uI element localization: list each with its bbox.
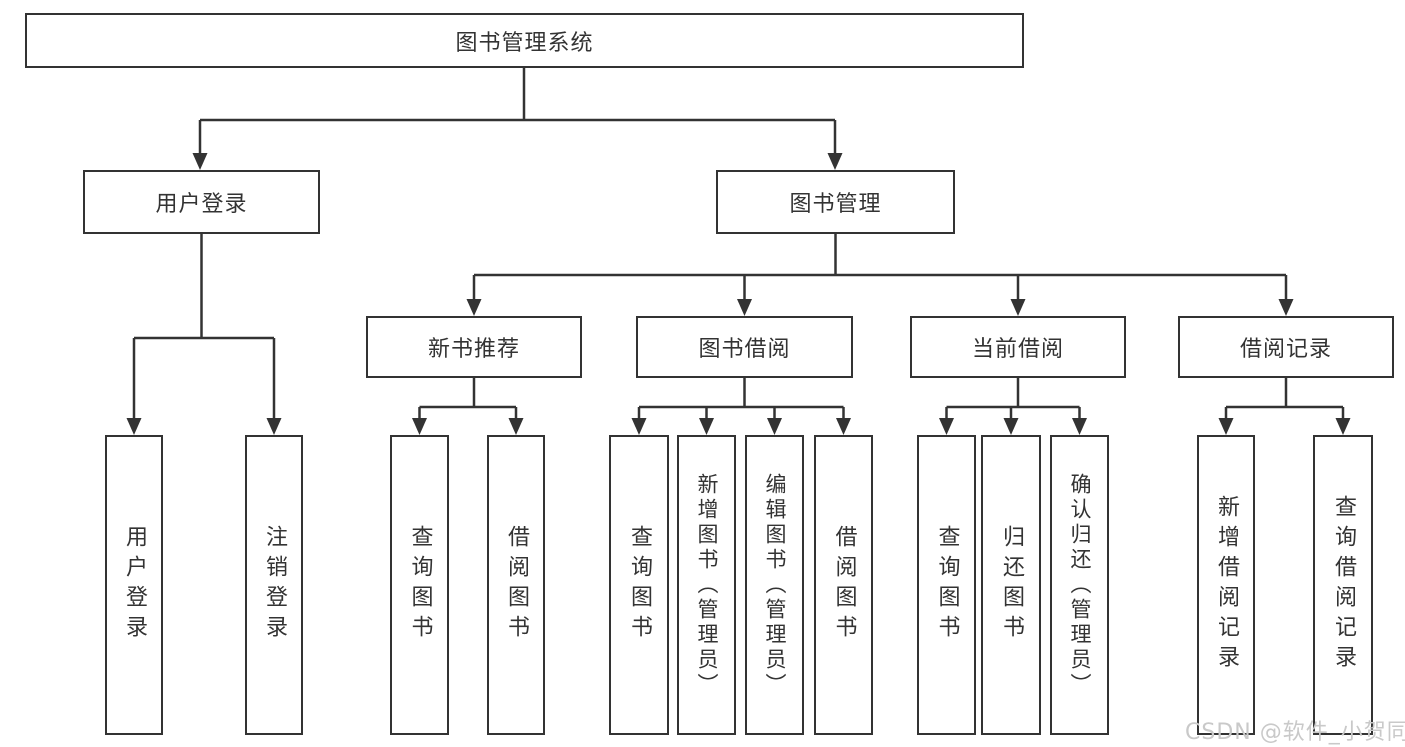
node-user-login-label: 用户登录 — [155, 192, 248, 217]
arrowhead-icon — [836, 418, 851, 435]
node-user-login: 用户登录 — [83, 170, 320, 234]
arrowheads-root-to-level2 — [192, 153, 843, 170]
connector-line — [1224, 378, 1345, 421]
leaf-logout: 注销登录 — [245, 435, 303, 735]
leaf-add-borrow-record-label: 新增借阅记录 — [1214, 495, 1239, 675]
leaf-add-book-admin-label: 新增图书（管理员） — [695, 472, 719, 698]
arrowhead-icon — [737, 299, 752, 316]
connector-line — [198, 68, 837, 156]
leaf-user-login: 用户登录 — [105, 435, 163, 735]
connector-line — [132, 234, 276, 421]
leaf-return-book-label: 归还图书 — [999, 525, 1024, 645]
leaf-add-borrow-record: 新增借阅记录 — [1197, 435, 1255, 735]
node-new-book-recommend-label: 新书推荐 — [427, 337, 520, 362]
leaf-borrow-query-label: 查询图书 — [627, 525, 652, 645]
node-new-book-recommend: 新书推荐 — [366, 316, 582, 378]
arrowheads-userlogin-group — [126, 418, 282, 435]
arrowhead-icon — [508, 418, 524, 435]
leaf-newbook-query-label: 查询图书 — [407, 525, 433, 645]
leaf-confirm-return-admin-label: 确认归还（管理员） — [1068, 472, 1092, 698]
arrowhead-icon — [266, 418, 282, 435]
node-current-borrow-label: 当前借阅 — [971, 337, 1064, 362]
edges-root-to-level2 — [198, 68, 837, 156]
arrowheads-current-group — [939, 418, 1087, 435]
leaf-borrow-book: 借阅图书 — [814, 435, 873, 735]
arrowhead-icon — [631, 418, 647, 435]
node-root: 图书管理系统 — [25, 13, 1024, 68]
leaf-newbook-query: 查询图书 — [390, 435, 449, 735]
node-borrow-records: 借阅记录 — [1178, 316, 1394, 378]
edges-records-group — [1224, 378, 1345, 421]
node-book-borrow-label: 图书借阅 — [698, 337, 791, 362]
edges-newbook-group — [418, 378, 518, 421]
leaf-logout-label: 注销登录 — [262, 525, 287, 645]
node-book-borrow: 图书借阅 — [636, 316, 853, 378]
arrowhead-icon — [192, 153, 208, 170]
edges-bookmgmt-to-level3 — [472, 234, 1288, 302]
leaf-newbook-borrow-label: 借阅图书 — [504, 525, 529, 645]
leaf-add-book-admin: 新增图书（管理员） — [677, 435, 736, 735]
arrowheads-records-group — [1218, 418, 1351, 435]
leaf-current-query-label: 查询图书 — [934, 525, 960, 645]
leaf-user-login-label: 用户登录 — [122, 525, 147, 645]
leaf-newbook-borrow: 借阅图书 — [487, 435, 545, 735]
arrowhead-icon — [1010, 299, 1026, 316]
node-borrow-records-label: 借阅记录 — [1239, 337, 1332, 362]
leaf-return-book: 归还图书 — [981, 435, 1041, 735]
edges-current-group — [945, 378, 1081, 421]
arrowhead-icon — [1218, 418, 1234, 435]
arrowhead-icon — [1278, 299, 1294, 316]
leaf-borrow-book-label: 借阅图书 — [831, 525, 857, 645]
arrowhead-icon — [466, 299, 482, 316]
node-book-management: 图书管理 — [716, 170, 955, 234]
leaf-query-borrow-record-label: 查询借阅记录 — [1331, 495, 1356, 675]
connector-line — [418, 378, 518, 421]
leaf-edit-book-admin: 编辑图书（管理员） — [745, 435, 804, 735]
csdn-watermark: CSDN @软件_小贺同学 — [1185, 720, 1405, 745]
arrowhead-icon — [767, 418, 782, 435]
arrowheads-bookmgmt-to-level3 — [466, 299, 1294, 316]
arrowhead-icon — [412, 418, 427, 435]
arrowheads-borrow-group — [631, 418, 851, 435]
arrowhead-icon — [939, 418, 954, 435]
arrowhead-icon — [1072, 418, 1087, 435]
arrowhead-icon — [827, 153, 843, 170]
leaf-query-borrow-record: 查询借阅记录 — [1313, 435, 1373, 735]
node-current-borrow: 当前借阅 — [910, 316, 1126, 378]
leaf-confirm-return-admin: 确认归还（管理员） — [1050, 435, 1109, 735]
leaf-current-query: 查询图书 — [917, 435, 976, 735]
connector-line — [945, 378, 1081, 421]
node-root-label: 图书管理系统 — [455, 30, 594, 56]
node-book-management-label: 图书管理 — [789, 192, 882, 217]
edges-userlogin-group — [132, 234, 276, 421]
arrowhead-icon — [1003, 418, 1019, 435]
edges-borrow-group — [637, 378, 845, 421]
connector-line — [637, 378, 845, 421]
connector-line — [472, 234, 1288, 302]
arrowhead-icon — [699, 418, 714, 435]
leaf-edit-book-admin-label: 编辑图书（管理员） — [763, 472, 787, 698]
arrowheads-newbook-group — [412, 418, 524, 435]
arrowhead-icon — [1335, 418, 1351, 435]
arrowhead-icon — [126, 418, 142, 435]
leaf-borrow-query: 查询图书 — [609, 435, 669, 735]
